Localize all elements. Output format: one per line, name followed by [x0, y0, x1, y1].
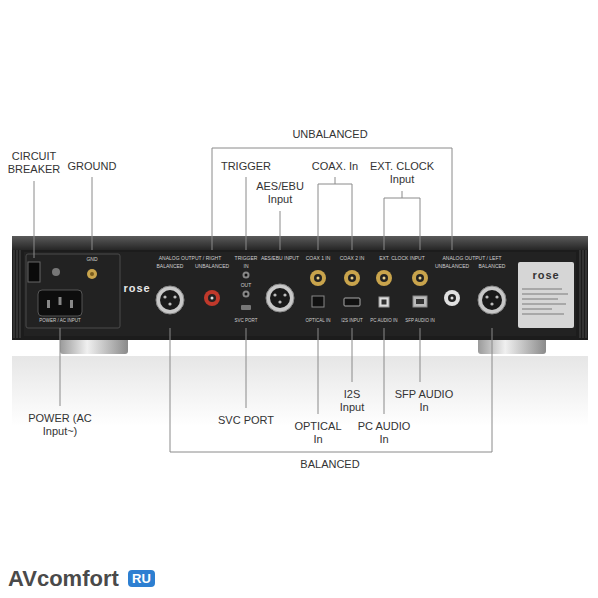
reflection: [12, 356, 588, 426]
rca-connector: [376, 270, 392, 286]
callout-label: OPTICAL In: [292, 420, 344, 446]
ground-terminal: [87, 269, 97, 279]
panel-label: EXT. CLOCK INPUT: [379, 256, 425, 261]
panel-label: COAX 1 IN: [306, 256, 331, 261]
panel-label: UNBALANCED: [435, 264, 469, 269]
fine-print: [522, 288, 568, 315]
trigger-jack: [245, 293, 248, 296]
usb-port: [382, 300, 387, 305]
callout-label: UNBALANCED: [292, 128, 367, 141]
panel-label: SFP AUDIO IN: [405, 319, 435, 324]
rca-connector: [310, 270, 326, 286]
sfp-port: [413, 296, 427, 307]
panel-label: GND: [86, 257, 97, 262]
trigger-jack: [243, 291, 250, 298]
ground-terminal: [90, 272, 94, 276]
callout-label: PC AUDIO In: [355, 420, 413, 446]
callout-label: COAX. In: [312, 160, 358, 173]
callout-label: SFP AUDIO In: [392, 388, 456, 414]
callout-label: GROUND: [68, 160, 117, 173]
panel-label: AES/EBU INPUT: [261, 256, 299, 261]
usb-port: [379, 297, 389, 307]
callout-label: TRIGGER: [221, 160, 271, 173]
heatsink-fins: [14, 250, 586, 338]
trigger-jack: [245, 274, 248, 277]
xlr-connector: [478, 286, 506, 314]
back-panel: [24, 252, 576, 336]
xlr-connector: [266, 284, 294, 312]
product-plate: [518, 262, 574, 328]
callout-label: AES/EBU Input: [252, 180, 308, 206]
panel-label: OPTICAL IN: [306, 319, 331, 324]
rca-connector: [412, 270, 428, 286]
panel-label: OUT: [241, 283, 252, 288]
trigger-jack: [243, 272, 250, 279]
panel-label: BALANCED: [157, 264, 184, 269]
watermark: AVcomfort: [8, 568, 119, 590]
panel-label: TRIGGER: [235, 256, 258, 261]
callout-label: BALANCED: [300, 458, 359, 471]
optical-port: [312, 296, 324, 307]
panel-label: POWER / AC INPUT: [39, 319, 81, 324]
panel-label: COAX 2 IN: [340, 256, 365, 261]
panel-label: ANALOG OUTPUT / LEFT: [442, 256, 501, 261]
iec-pins: [47, 297, 73, 308]
top-face: [12, 236, 588, 250]
leader-lines: [34, 148, 492, 452]
panel-label: UNBALANCED: [195, 264, 229, 269]
callout-label: SVC PORT: [218, 414, 274, 427]
panel-label: IN: [244, 264, 249, 269]
sfp-port: [416, 299, 424, 304]
i2s-port: [344, 298, 360, 306]
callout-label: EXT. CLOCK Input: [366, 160, 438, 186]
callout-label: CIRCUIT BREAKER: [5, 150, 63, 176]
reset-button: [52, 268, 60, 276]
callout-label: I2S Input: [335, 388, 369, 414]
panel-label: ANALOG OUTPUT / RIGHT: [159, 256, 221, 261]
panel-label: BALANCED: [479, 264, 506, 269]
xlr-connector: [156, 286, 184, 314]
section-outline: [26, 254, 120, 328]
chassis: [12, 236, 588, 340]
panel-label: I2S INPUT: [341, 319, 363, 324]
callout-label: POWER (AC Input~): [28, 412, 92, 438]
rca-connector: [204, 290, 220, 306]
watermark-badge: RU: [128, 570, 155, 587]
rca-connector: [444, 290, 460, 306]
panel-label: PC AUDIO IN: [370, 319, 397, 324]
circuit-breaker: [28, 262, 40, 282]
panel-label: SVC PORT: [235, 319, 258, 324]
rca-connector: [344, 270, 360, 286]
brand-logo: rose: [123, 283, 150, 294]
iec-inlet: [38, 290, 82, 316]
brand-logo: rose: [532, 270, 559, 281]
service-port: [241, 305, 251, 310]
